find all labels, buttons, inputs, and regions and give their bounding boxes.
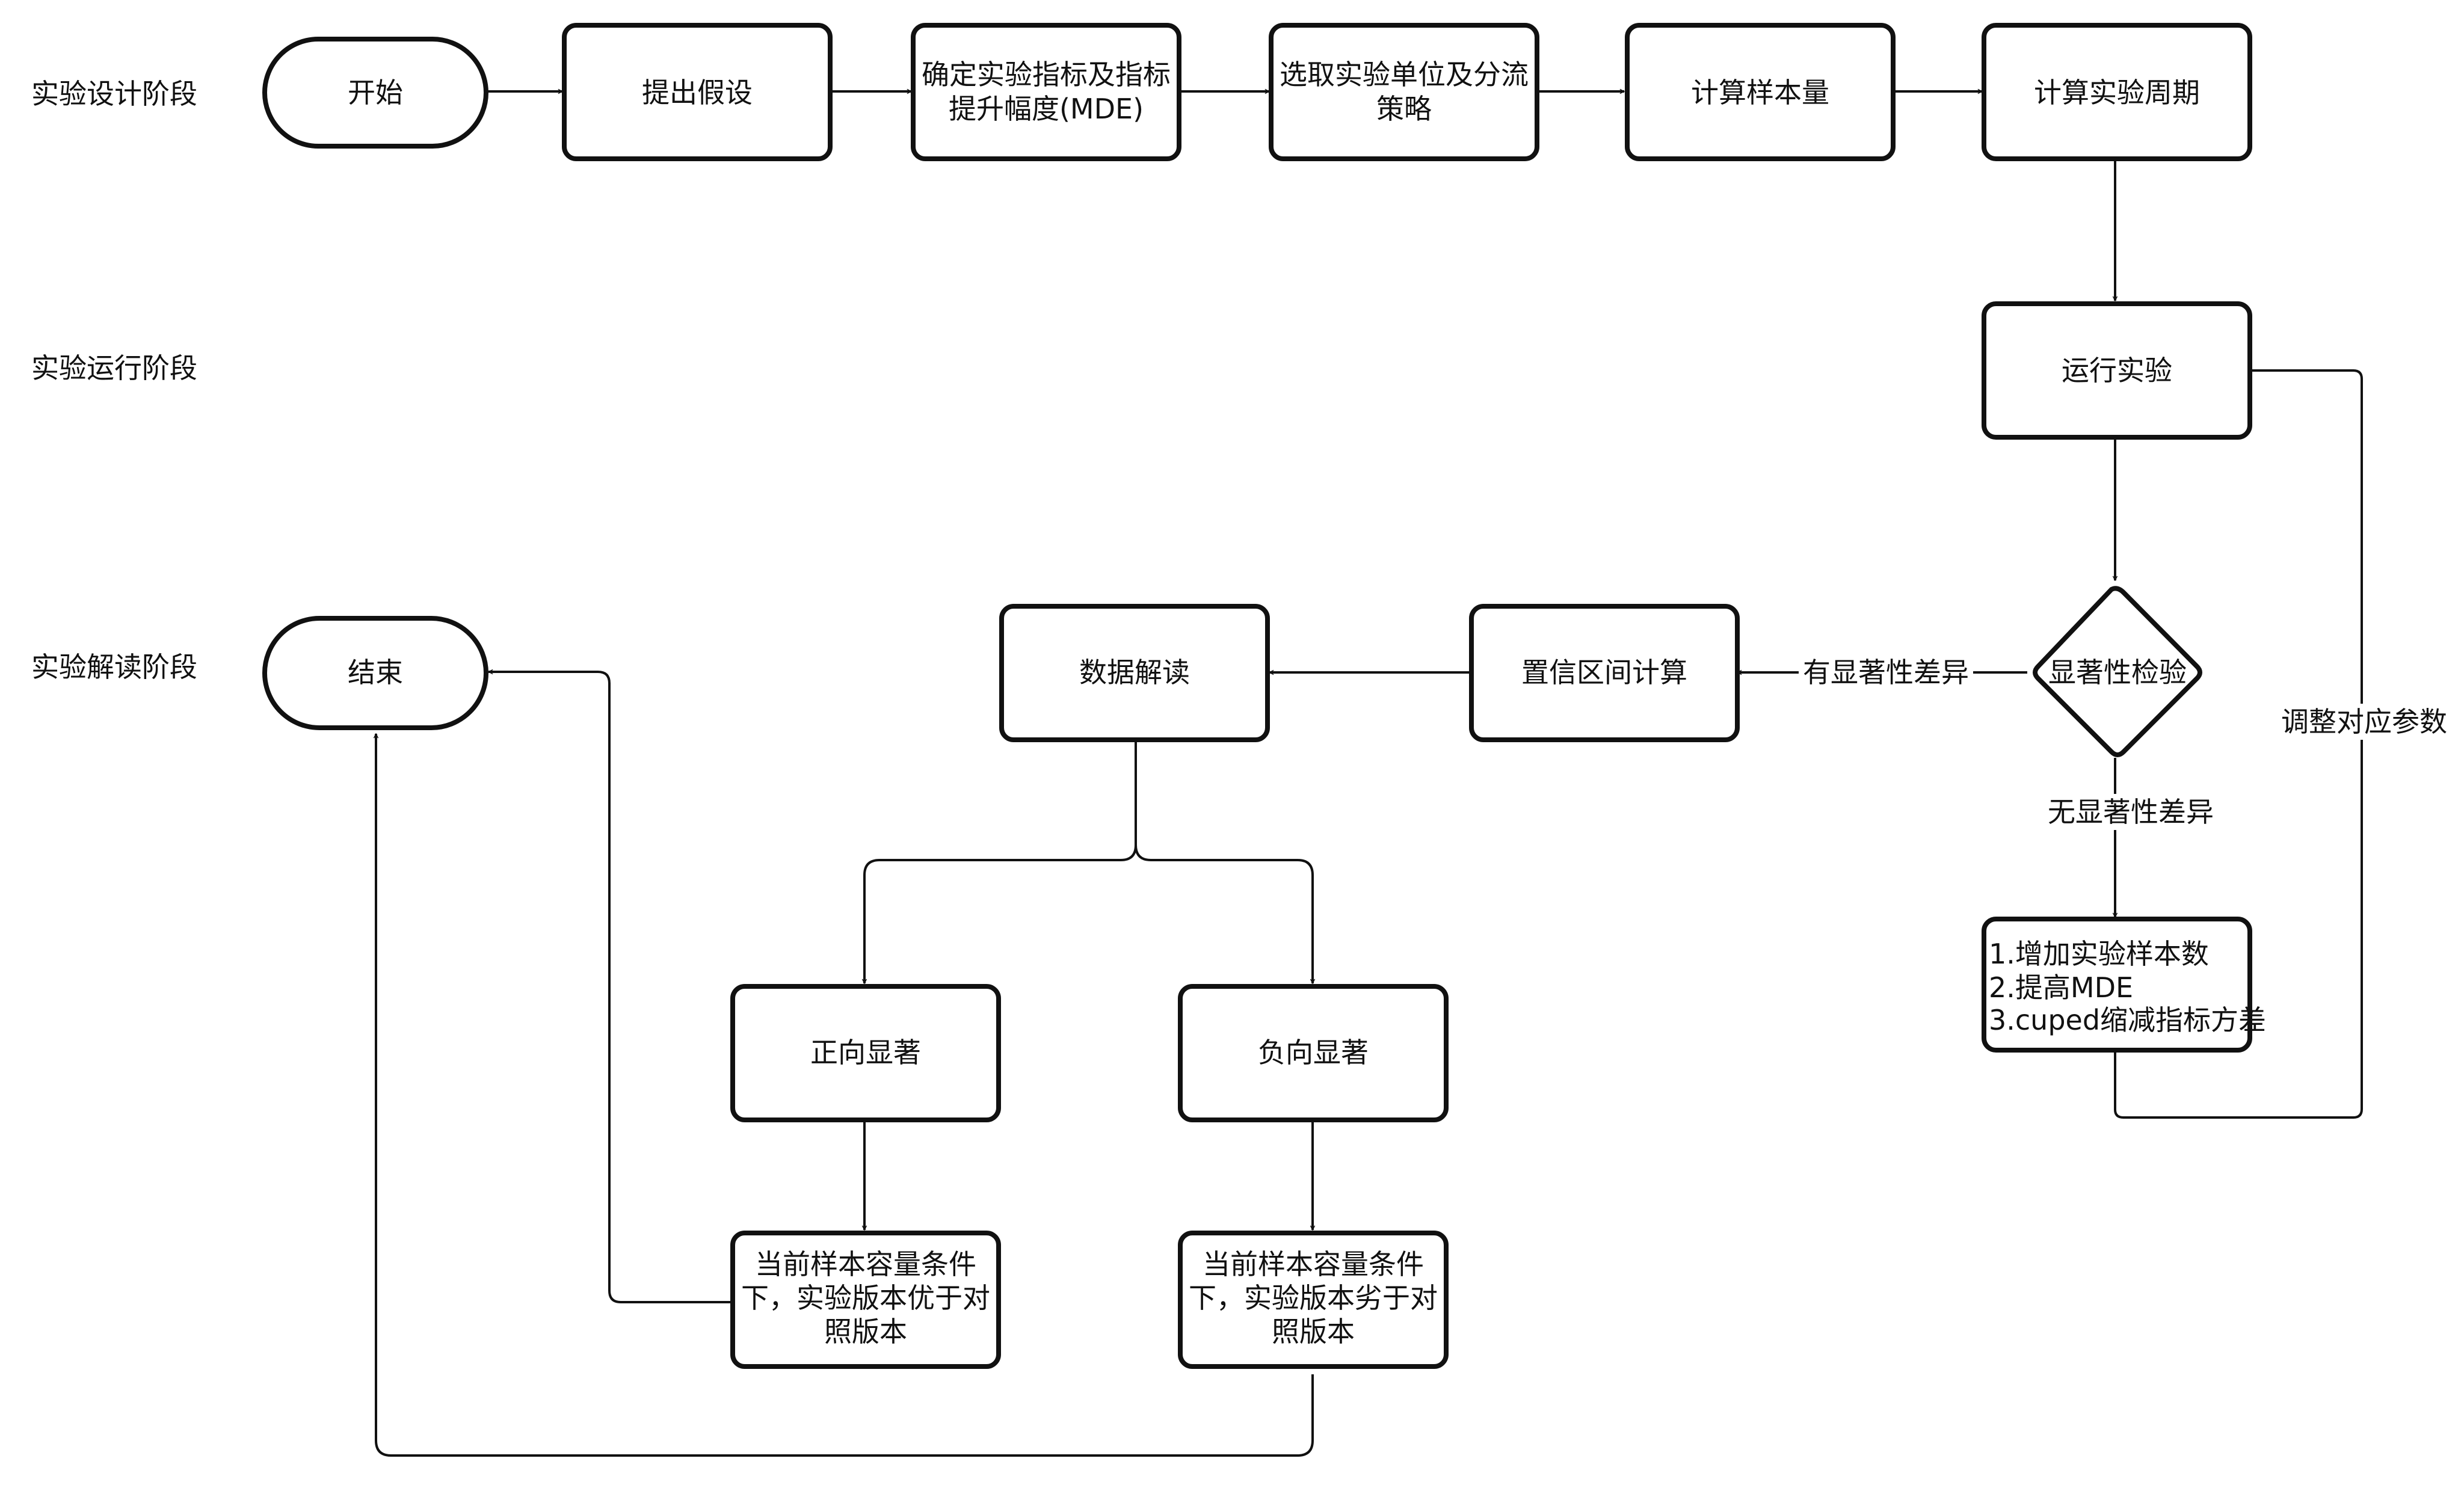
node-confidence-interval: 置信区间计算	[1469, 604, 1740, 742]
node-significance-test: 显著性检验	[2033, 586, 2202, 757]
node-period: 计算实验周期	[1982, 23, 2252, 161]
node-metric-text-line1: 确定实验指标及指标	[922, 58, 1171, 91]
stage-label-interpret: 实验解读阶段	[31, 651, 197, 683]
edge-label-adjust-params: 调整对应参数	[2281, 706, 2447, 738]
node-end-text: 结束	[348, 656, 403, 689]
edge-label-bg-significant	[1799, 654, 1973, 690]
node-sample-size: 计算样本量	[1625, 23, 1896, 161]
node-negative-result-line1: 当前样本容量条件	[1203, 1248, 1424, 1280]
node-hypothesis: 提出假设	[562, 23, 833, 161]
node-data-interpretation-text: 数据解读	[1079, 656, 1190, 689]
node-end: 结束	[262, 616, 488, 730]
edge-label-significant: 有显著性差异	[1803, 656, 1969, 689]
node-positive-result-line3: 照版本	[824, 1315, 907, 1348]
node-start-text: 开始	[348, 76, 403, 109]
edge-label-bg-not-significant	[2045, 794, 2190, 830]
edge-neg-result-to-end	[376, 734, 1314, 1457]
node-unit-text-line1: 选取实验单位及分流	[1280, 58, 1529, 91]
edge-pos-result-to-end	[488, 672, 731, 1303]
edge-interpret-to-positive	[864, 740, 1137, 983]
node-metric: 确定实验指标及指标 提升幅度(MDE)	[911, 23, 1181, 161]
node-unit-text-line2: 策略	[1376, 93, 1432, 125]
node-data-interpretation: 数据解读	[999, 604, 1270, 742]
node-adjust-text-line1: 1.增加实验样本数	[1989, 938, 2209, 970]
node-hypothesis-text: 提出假设	[642, 76, 753, 109]
edges	[376, 91, 2363, 1457]
node-positive-result: 当前样本容量条件 下，实验版本优于对 照版本	[730, 1231, 1001, 1369]
node-negative-result-line2: 下，实验版本劣于对	[1189, 1282, 1438, 1314]
edge-interpret-to-negative	[1135, 844, 1313, 983]
node-sample-size-text: 计算样本量	[1691, 76, 1829, 109]
edge-adjust-to-run	[2114, 370, 2363, 1119]
node-significance-test-text: 显著性检验	[2048, 656, 2187, 689]
node-negative-result: 当前样本容量条件 下，实验版本劣于对 照版本	[1178, 1231, 1449, 1369]
node-adjust: 1.增加实验样本数 2.提高MDE 3.cuped缩减指标方差	[1982, 917, 2266, 1053]
node-positive-result-line2: 下，实验版本优于对	[741, 1282, 990, 1314]
node-negative-text: 负向显著	[1258, 1036, 1369, 1069]
node-negative: 负向显著	[1178, 984, 1449, 1122]
node-run-text: 运行实验	[2062, 354, 2172, 387]
node-positive-text: 正向显著	[810, 1036, 921, 1069]
node-negative-result-line3: 照版本	[1272, 1315, 1355, 1348]
node-period-text: 计算实验周期	[2034, 76, 2200, 109]
stage-label-design: 实验设计阶段	[31, 78, 197, 110]
stage-label-run: 实验运行阶段	[31, 352, 197, 384]
node-run: 运行实验	[1982, 301, 2252, 440]
node-unit: 选取实验单位及分流 策略	[1269, 23, 1539, 161]
node-positive: 正向显著	[730, 984, 1001, 1122]
node-positive-result-line1: 当前样本容量条件	[755, 1248, 976, 1280]
node-adjust-text-line3: 3.cuped缩减指标方差	[1989, 1004, 2266, 1036]
node-confidence-interval-text: 置信区间计算	[1521, 656, 1687, 689]
node-start: 开始	[262, 37, 488, 149]
node-adjust-text-line2: 2.提高MDE	[1989, 971, 2133, 1004]
edge-label-not-significant: 无显著性差异	[2048, 796, 2214, 828]
node-metric-text-line2: 提升幅度(MDE)	[949, 93, 1144, 125]
edge-label-bg-adjust	[2286, 704, 2442, 740]
